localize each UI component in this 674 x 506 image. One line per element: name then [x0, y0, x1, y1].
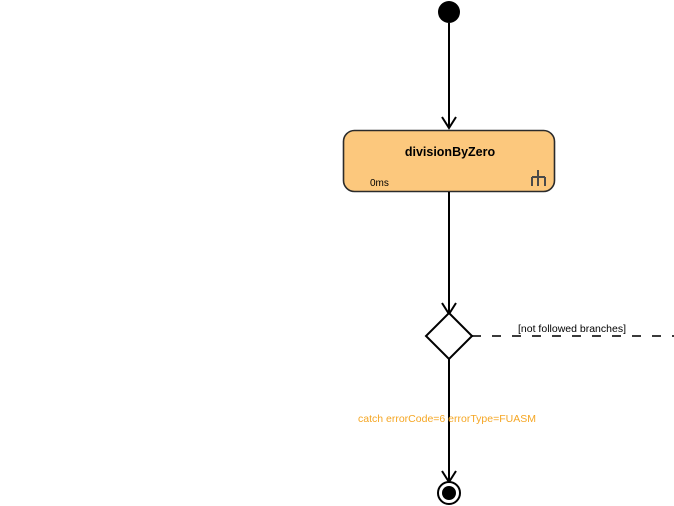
- catch-expression-label: catch errorCode=6 errorType=FUASM: [358, 413, 536, 425]
- activity-node-title: divisionByZero: [404, 145, 496, 159]
- rake-icon: [531, 170, 546, 186]
- activity-node-duration: 0ms: [370, 178, 389, 189]
- final-node-core: [442, 486, 456, 500]
- initial-node[interactable]: [438, 1, 460, 23]
- edge-activity-to-decision[interactable]: [441, 192, 457, 316]
- decision-node[interactable]: [424, 311, 474, 361]
- activity-node-divisionbyzero[interactable]: [342, 129, 556, 193]
- activity-node-body: [342, 129, 556, 193]
- final-node[interactable]: [437, 481, 461, 505]
- arrowhead-icon: [441, 116, 457, 130]
- edge-initial-to-activity[interactable]: [441, 23, 457, 130]
- branch-guard-label: [not followed branches]: [516, 323, 628, 335]
